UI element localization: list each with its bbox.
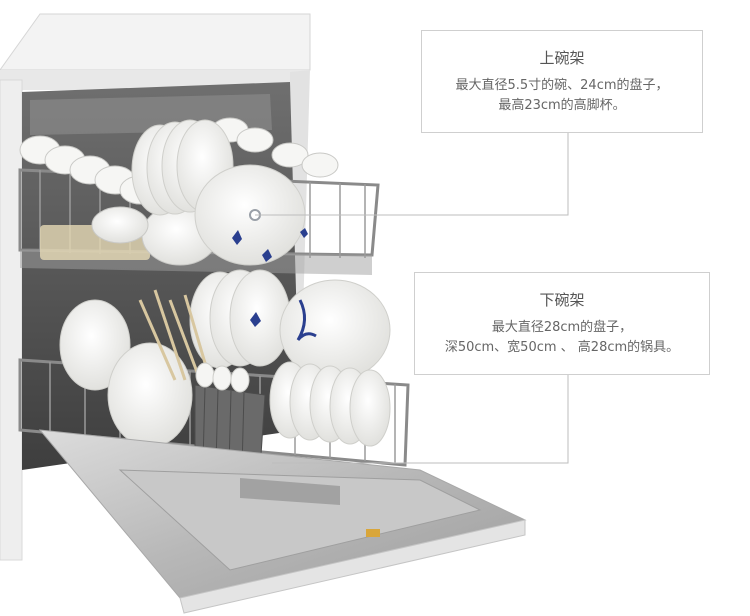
upper-rack: [18, 117, 380, 275]
upper-rack-desc-line2: 最高23cm的高脚杯。: [498, 98, 626, 113]
callout-leader-lines: [255, 133, 569, 464]
lower-rack-desc-line2: 深50cm、宽50cm 、 高28cm的锅具。: [444, 340, 680, 355]
lower-rack-title: 下碗架: [539, 291, 585, 309]
lower-rack-callout: 下碗架 最大直径28cm的盘子， 深50cm、宽50cm 、 高28cm的锅具。: [414, 272, 710, 375]
upper-rack-title: 上碗架: [539, 49, 585, 67]
dishwasher-door: [38, 429, 527, 614]
lower-rack-desc-line1: 最大直径28cm的盘子，: [491, 320, 633, 335]
upper-rack-desc-line1: 最大直径5.5寸的碗、24cm的盘子，: [455, 78, 669, 93]
lower-rack: [18, 269, 410, 475]
upper-rack-callout: 上碗架 最大直径5.5寸的碗、24cm的盘子， 最高23cm的高脚杯。: [421, 30, 703, 133]
